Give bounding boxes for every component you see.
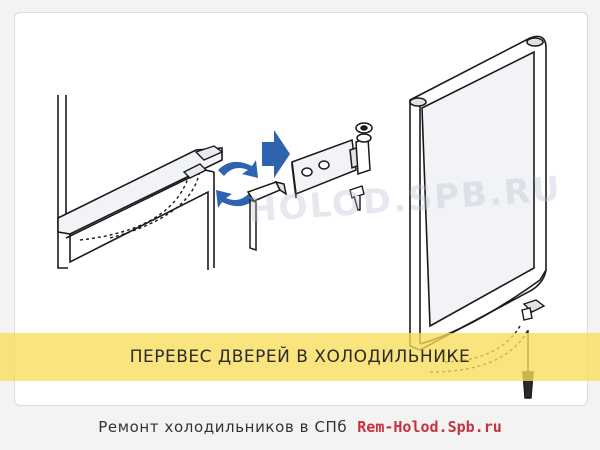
dotted-arcs-right bbox=[429, 325, 529, 373]
footer: Ремонт холодильников в СПб Rem-Holod.Spb… bbox=[0, 404, 600, 450]
left-hinge bbox=[182, 145, 224, 179]
screw bbox=[349, 185, 365, 211]
hinge-plate bbox=[291, 122, 373, 199]
fridge-body-left bbox=[57, 95, 223, 270]
dotted-arcs-left bbox=[79, 167, 201, 241]
footer-text: Ремонт холодильников в СПб bbox=[98, 418, 348, 436]
site-link[interactable]: Rem-Holod.Spb.ru bbox=[357, 418, 502, 436]
banner-title: ПЕРЕВЕС ДВЕРЕЙ В ХОЛОДИЛЬНИКЕ bbox=[129, 347, 471, 367]
right-hinge bbox=[521, 299, 546, 321]
fridge-door-right bbox=[409, 35, 547, 351]
direction-arrow-icon bbox=[262, 130, 290, 178]
hex-key bbox=[246, 180, 288, 252]
title-banner: ПЕРЕВЕС ДВЕРЕЙ В ХОЛОДИЛЬНИКЕ bbox=[0, 333, 600, 381]
rotate-arrows-icon bbox=[216, 160, 258, 208]
